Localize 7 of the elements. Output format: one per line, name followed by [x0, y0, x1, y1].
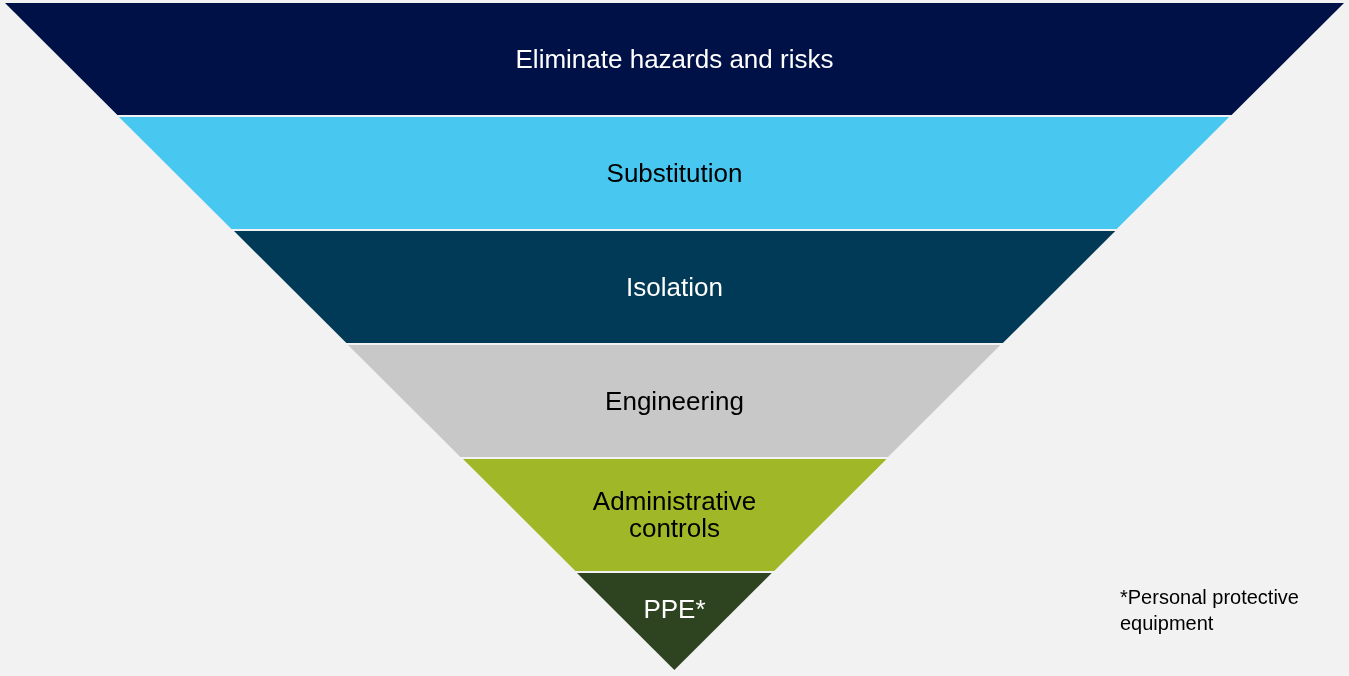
- band-label: Engineering: [605, 387, 744, 415]
- band-label: PPE*: [643, 595, 706, 623]
- band-label: Administrative controls: [591, 488, 758, 542]
- band-label: Substitution: [606, 159, 743, 187]
- footnote: *Personal protective equipment: [1120, 585, 1300, 636]
- band-label: Isolation: [626, 273, 723, 301]
- band-label: Eliminate hazards and risks: [515, 45, 834, 73]
